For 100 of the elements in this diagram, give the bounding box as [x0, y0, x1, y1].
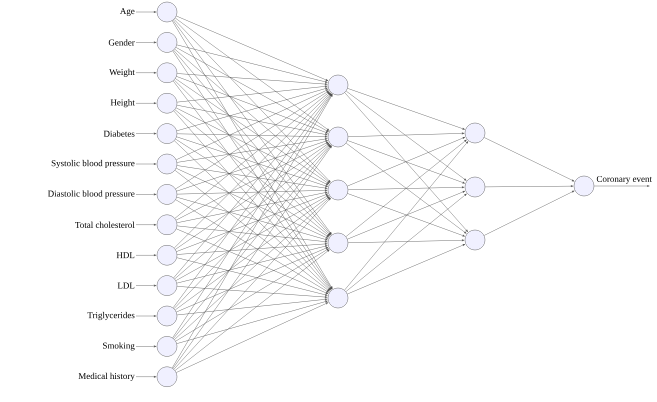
arrow [174, 19, 331, 182]
neuron-circle [328, 126, 348, 148]
arrow [136, 284, 156, 287]
neuron-circle [464, 122, 486, 144]
arrow [175, 18, 330, 131]
arrow [176, 47, 329, 132]
neuron-circle [156, 184, 178, 205]
arrow [177, 85, 328, 102]
arrow [177, 134, 328, 138]
arrow [594, 185, 650, 187]
neuron-circle [156, 306, 178, 326]
input-label: Gender [108, 39, 135, 46]
arrow [177, 226, 328, 243]
neuron-circle [156, 275, 178, 296]
arrow [136, 41, 156, 44]
arrow [175, 78, 330, 184]
arrow [348, 239, 464, 243]
input-label: Diastolic blood pressure [48, 190, 134, 198]
neuron-circle [464, 176, 486, 198]
arrow [177, 73, 328, 86]
arrow [177, 242, 328, 255]
arrow [176, 248, 329, 342]
arrow [176, 228, 328, 294]
arrow [176, 192, 328, 223]
edge-label: Coronary event [595, 174, 653, 185]
neuron-circle [328, 74, 348, 96]
neuron-circle [156, 214, 178, 236]
arrow [348, 132, 464, 137]
arrow [136, 345, 156, 348]
neuron-circle [328, 288, 348, 308]
arrow [176, 258, 328, 296]
arrow [177, 286, 328, 298]
arrow [174, 170, 330, 292]
neuron-circle [156, 32, 178, 53]
arrow [485, 185, 574, 188]
arrow [176, 168, 328, 239]
arrow [344, 92, 468, 232]
arrow [176, 300, 328, 344]
neuron-circle [156, 244, 178, 266]
arrow [177, 189, 328, 194]
arrow [174, 110, 330, 236]
arrow [176, 44, 328, 83]
input-label: LDL [118, 282, 134, 289]
arrow [175, 90, 330, 190]
arrow [484, 137, 574, 182]
input-label: Systolic blood pressure [52, 160, 134, 168]
neuron-circle [156, 92, 178, 114]
arrow [347, 88, 465, 130]
arrow [176, 89, 328, 160]
arrow [174, 250, 330, 371]
input-label: Smoking [103, 342, 135, 350]
input-label: HDL [116, 252, 134, 258]
arrow [174, 198, 331, 370]
arrow [176, 142, 329, 220]
arrow [136, 254, 156, 256]
arrow [136, 376, 156, 378]
arrow [136, 102, 156, 104]
arrow [176, 197, 328, 240]
arrow [346, 194, 467, 292]
input-label: Diabetes [104, 130, 134, 137]
arrow [174, 92, 330, 219]
arrow [344, 141, 468, 290]
output-neuron [574, 176, 594, 196]
arrow [176, 247, 328, 312]
neuron-circle [328, 232, 348, 254]
input-label: Height [110, 99, 135, 108]
arrow [136, 193, 156, 196]
arrow [176, 302, 328, 373]
arrow [136, 163, 156, 165]
arrow [176, 16, 328, 81]
input-label: Triglycerides [87, 312, 134, 320]
arrow [176, 138, 328, 163]
arrow [136, 315, 156, 317]
neuron-circle [328, 180, 348, 200]
neuron-circle [156, 336, 178, 357]
arrow [176, 195, 329, 281]
arrow [136, 132, 156, 135]
arrow [174, 110, 332, 290]
input-label: Age [120, 8, 134, 16]
neuron-circle [156, 62, 178, 84]
neuron-circle [156, 2, 178, 22]
arrow [136, 72, 156, 74]
input-label: Medical history [78, 372, 135, 381]
input-label: Weight [109, 68, 135, 77]
neuron-circle [156, 366, 178, 388]
arrow [174, 48, 330, 184]
arrow [136, 224, 156, 226]
arrow [176, 105, 328, 136]
arrow [174, 197, 330, 340]
neuron-circle [156, 123, 178, 144]
input-label: Total cholesterol [75, 222, 135, 228]
arrow [176, 245, 328, 284]
arrow [176, 194, 328, 252]
arrow [347, 244, 466, 294]
arrow [175, 196, 330, 310]
arrow [176, 88, 328, 131]
arrow [177, 298, 328, 316]
arrow [348, 186, 464, 190]
neuron-circle [156, 154, 178, 174]
arrow [484, 190, 574, 236]
